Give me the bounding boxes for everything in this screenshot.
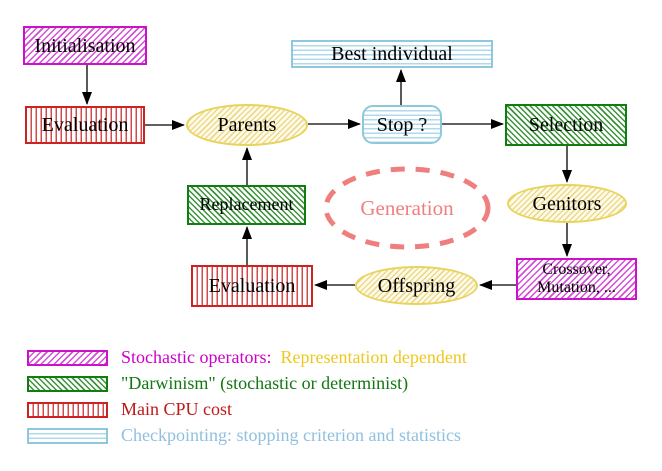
- node-genitors-label: Genitors: [532, 192, 602, 215]
- legend-row-stochastic-operators: Stochastic operators: Representation dep…: [27, 347, 467, 368]
- node-offspring-label: Offspring: [377, 274, 456, 297]
- node-replacement: Replacement: [187, 185, 306, 225]
- legend-swatch-darwinism: [27, 375, 108, 392]
- legend-label-cpu-cost: Main CPU cost: [121, 399, 233, 419]
- node-selection: Selection: [505, 104, 627, 146]
- node-crossover-label: Crossover,: [542, 261, 611, 279]
- node-parents: Parents: [186, 104, 308, 146]
- node-initialisation-label: Initialisation: [34, 34, 136, 57]
- node-selection-label: Selection: [528, 114, 604, 136]
- node-evaluation-bottom-label: Evaluation: [208, 275, 296, 297]
- generation-label: Generation: [360, 196, 454, 220]
- node-replacement-label: Replacement: [199, 194, 294, 215]
- node-best-individual: Best individual: [291, 40, 493, 68]
- node-crossover-mutation: Crossover, Mutation, ...: [516, 258, 637, 300]
- node-offspring: Offspring: [355, 266, 478, 305]
- legend-swatch-stochastic-operators: [27, 349, 108, 366]
- legend-row-cpu-cost: Main CPU cost: [27, 399, 232, 420]
- legend-row-checkpointing: Checkpointing: stopping criterion and st…: [27, 425, 461, 446]
- legend-label-checkpointing: Checkpointing: stopping criterion and st…: [121, 425, 461, 445]
- legend-swatch-cpu-cost: [27, 401, 108, 418]
- legend-label-representation-dependent: Representation dependent: [280, 347, 467, 367]
- node-parents-label: Parents: [217, 114, 277, 136]
- node-stop-label: Stop ?: [376, 113, 428, 136]
- node-best-individual-label: Best individual: [331, 43, 453, 65]
- node-evaluation-top: Evaluation: [25, 106, 145, 144]
- node-stop: Stop ?: [362, 105, 442, 144]
- legend-label-stochastic-operators: Stochastic operators:: [121, 347, 272, 367]
- node-mutation-label: Mutation, ...: [537, 279, 616, 296]
- node-genitors: Genitors: [507, 184, 627, 223]
- node-initialisation: Initialisation: [23, 26, 147, 65]
- legend-row-darwinism: "Darwinism" (stochastic or determinist): [27, 373, 408, 394]
- node-evaluation-top-label: Evaluation: [41, 114, 129, 136]
- legend-label-darwinism: "Darwinism" (stochastic or determinist): [121, 373, 409, 393]
- legend-swatch-checkpointing: [27, 427, 108, 444]
- node-evaluation-bottom: Evaluation: [191, 265, 313, 307]
